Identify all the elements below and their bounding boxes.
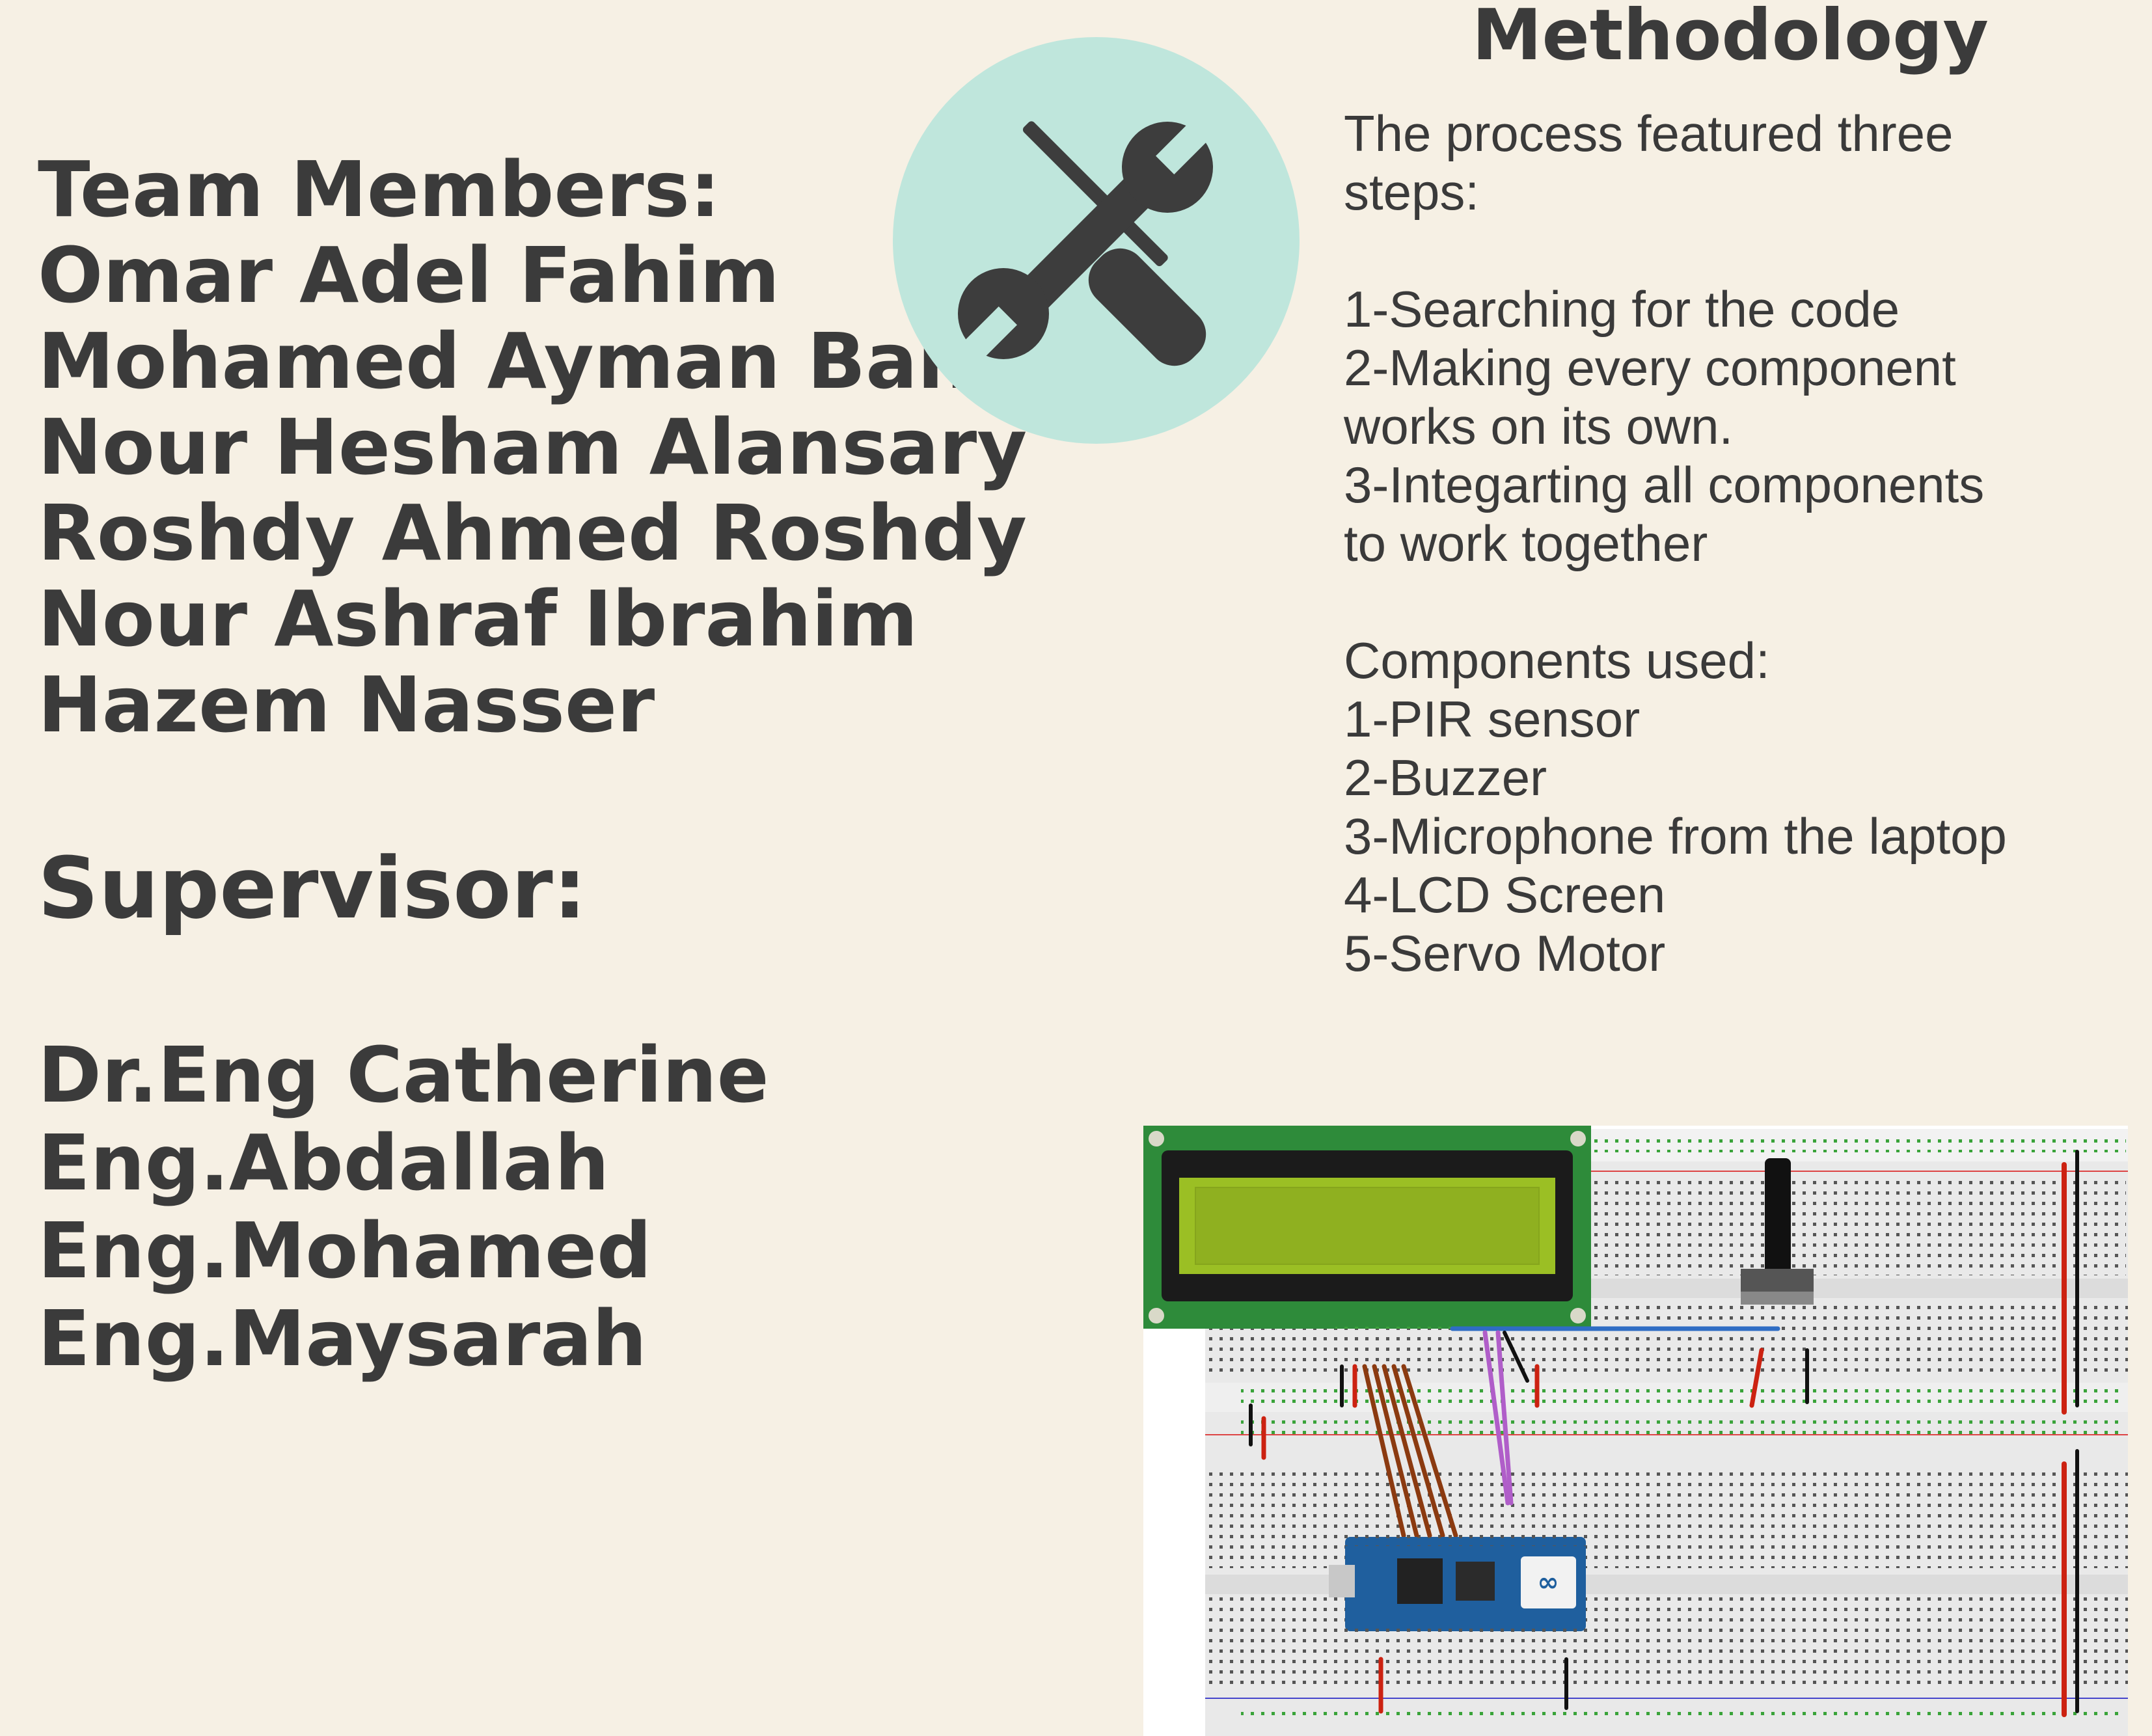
supervisor-name: Eng.Abdallah <box>38 1118 610 1208</box>
supervisor-name: Eng.Mohamed <box>38 1206 652 1295</box>
methodology-text: The process featured three steps: 1-Sear… <box>1344 104 2007 983</box>
intro-line: The process featured three <box>1344 105 1954 162</box>
team-members-block: Team Members: Omar Adel Fahim Mohamed Ay… <box>38 146 1027 748</box>
supervisor-name: Dr.Eng Catherine <box>38 1030 769 1120</box>
step-line: works on its own. <box>1344 398 1734 455</box>
arduino-board: ∞ <box>1329 1537 1586 1631</box>
supervisor-heading: Supervisor: <box>38 839 587 938</box>
potentiometer <box>1741 1158 1814 1305</box>
methodology-title: Methodology <box>1472 0 1989 76</box>
team-member: Mohamed Ayman Bahy <box>38 316 1022 406</box>
team-member: Omar Adel Fahim <box>38 230 780 320</box>
team-member: Nour Ashraf Ibrahim <box>38 574 918 664</box>
step-line: 1-Searching for the code <box>1344 280 1900 338</box>
component-item: 3-Microphone from the laptop <box>1344 807 2007 865</box>
component-item: 1-PIR sensor <box>1344 690 1641 748</box>
team-heading: Team Members: <box>38 144 721 234</box>
component-item: 4-LCD Screen <box>1344 866 1666 923</box>
step-line: 3-Integarting all components <box>1344 456 1985 513</box>
supervisor-names: Dr.Eng Catherine Eng.Abdallah Eng.Mohame… <box>38 1031 769 1383</box>
team-member: Nour Hesham Alansary <box>38 402 1028 492</box>
lcd-module <box>1143 1126 1591 1329</box>
intro-line: steps: <box>1344 163 1480 221</box>
team-member: Hazem Nasser <box>38 660 655 750</box>
team-member: Roshdy Ahmed Roshdy <box>38 488 1028 578</box>
svg-text:∞: ∞ <box>1537 1567 1559 1597</box>
supervisor-name: Eng.Maysarah <box>38 1294 647 1383</box>
component-item: 2-Buzzer <box>1344 749 1547 806</box>
components-heading: Components used: <box>1344 632 1770 689</box>
wires <box>1249 1150 2079 1717</box>
component-item: 5-Servo Motor <box>1344 925 1666 982</box>
step-line: 2-Making every component <box>1344 339 1956 396</box>
wrench-screwdriver-icon <box>957 115 1216 366</box>
tools-icon-circle <box>893 37 1300 444</box>
step-line: to work together <box>1344 515 1708 572</box>
circuit-breadboard-illustration: ∞ <box>1143 1126 2128 1736</box>
